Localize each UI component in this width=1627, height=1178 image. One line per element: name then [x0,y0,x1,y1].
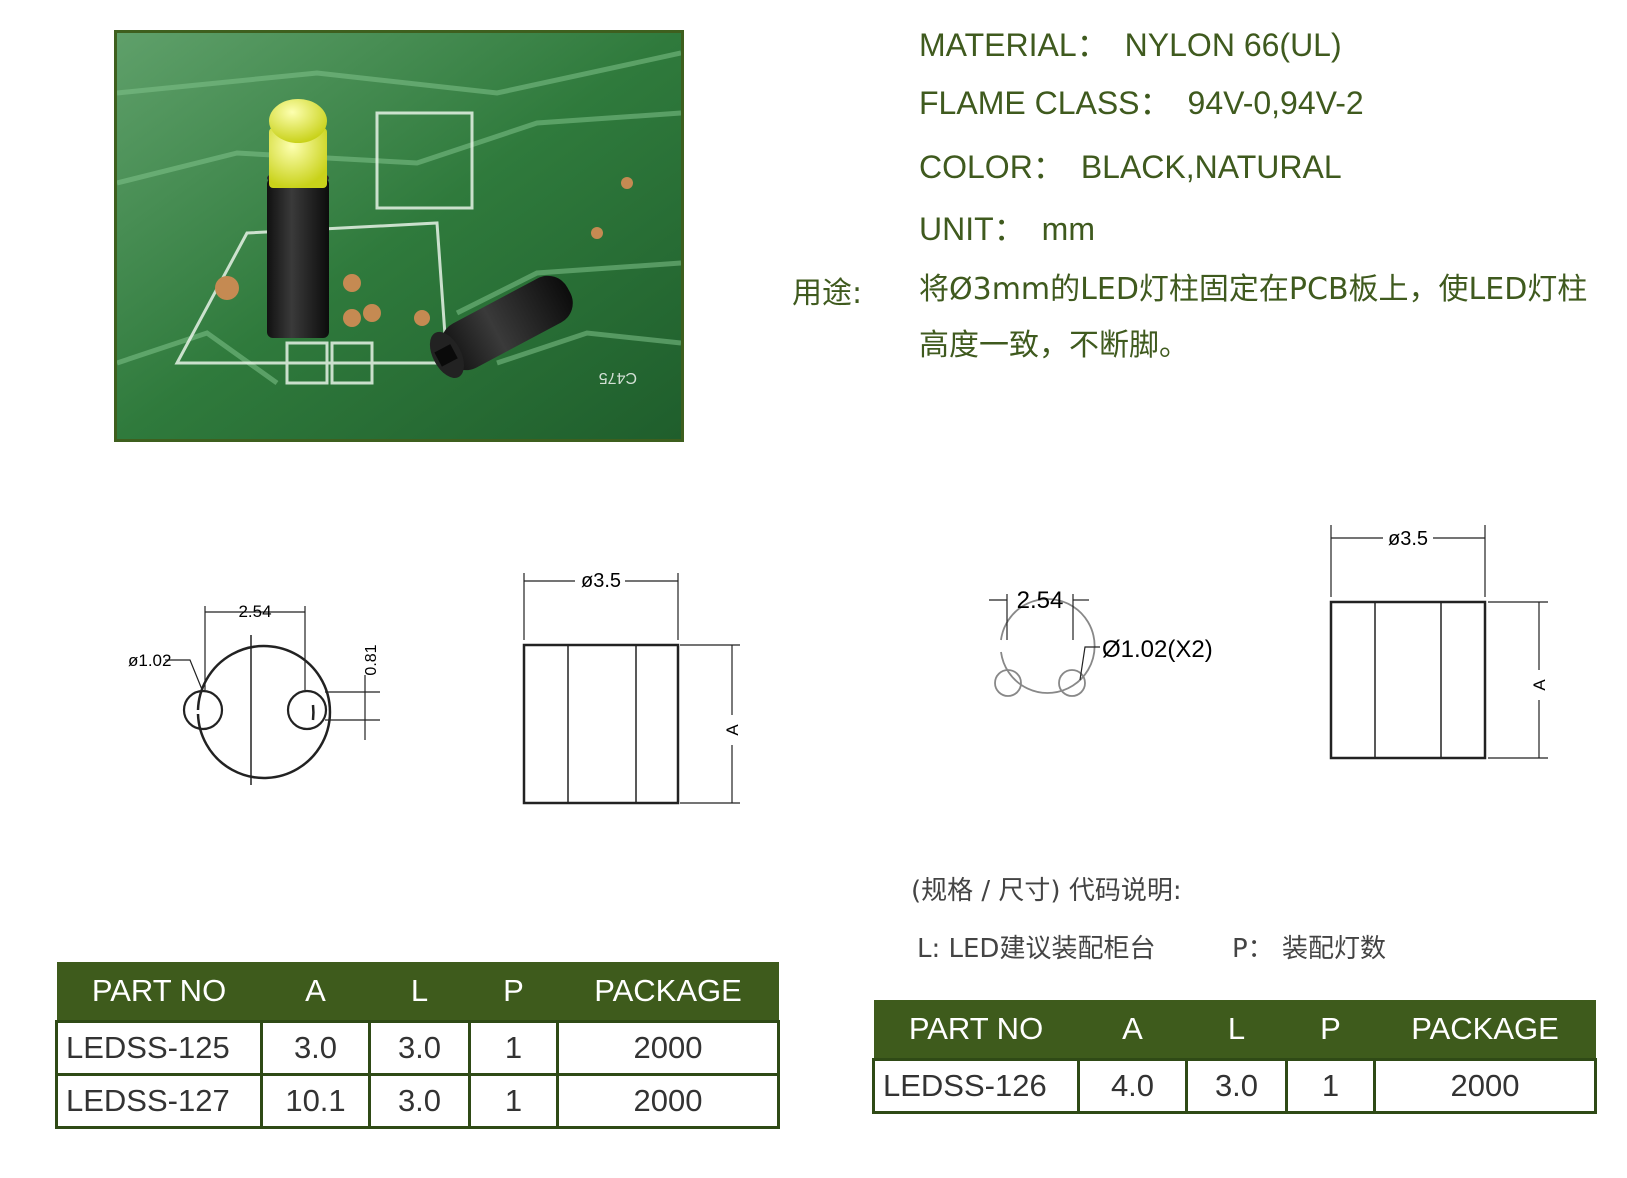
color-line: COLOR： BLACK,NATURAL [919,142,1342,188]
usage-label: 用途: [792,276,863,311]
header-package: PACKAGE [1374,1000,1596,1060]
header-part-no: PART NO [56,962,262,1022]
cell-package: 2000 [556,1020,780,1076]
table-header-row: PART NO A L P PACKAGE [56,962,779,1022]
header-l: L [369,962,470,1022]
code-notes-title: (规格 / 尺寸) 代码说明: [911,876,1182,906]
cell-l: 3.0 [368,1073,471,1129]
color-value: BLACK,NATURAL [1080,149,1342,185]
cell-a: 10.1 [260,1073,371,1129]
material-line: MATERIAL： NYLON 66(UL) [919,20,1342,66]
flame-class-value: 94V-0,94V-2 [1187,85,1364,121]
cell-a: 3.0 [260,1020,371,1076]
d1-diameter-label: ø3.5 [581,570,621,592]
material-value: NYLON 66(UL) [1124,27,1342,63]
code-note-p: P： 装配灯数 [1232,934,1386,964]
drawing2-side-view: ø3.5 A [1329,525,1549,760]
d1-slot-label: 0.81 [363,644,380,675]
header-p: P [469,962,558,1022]
unit-label: UNIT： [919,211,1026,247]
d2-pitch-label: 2.54 [1017,590,1064,614]
d1-hole-label: ø1.02 [128,651,171,670]
flame-class-line: FLAME CLASS： 94V-0,94V-2 [919,78,1364,124]
d2-hole-label: Ø1.02(X2) [1102,636,1213,663]
cell-a: 4.0 [1077,1058,1188,1114]
part-table-1: PART NO A L P PACKAGE LEDSS-125 3.0 3.0 … [55,962,780,1129]
code-note-l: L: LED建议装配柜台 [917,934,1156,964]
cell-part-no: LEDSS-127 [55,1073,263,1129]
header-package: PACKAGE [557,962,779,1022]
drawing2-top-view: 2.54 Ø1.02(X2) [989,590,1213,697]
drawing1-side-view: ø3.5 A [522,570,742,805]
usage-text: 将Ø3mm的LED灯柱固定在PCB板上，使LED灯柱高度一致，不断脚。 [919,272,1588,363]
cell-p: 1 [468,1020,559,1076]
d1-height-label: A [723,724,742,736]
drawing1-top-view: 2.54 ø1.02 0.81 [128,602,380,785]
header-part-no: PART NO [873,1000,1079,1060]
color-label: COLOR： [919,149,1065,185]
cell-package: 2000 [556,1073,780,1129]
d1-pitch-label: 2.54 [238,602,271,621]
svg-text:C475: C475 [599,369,637,386]
cell-l: 3.0 [368,1020,471,1076]
cell-package: 2000 [1373,1058,1597,1114]
unit-line: UNIT： mm [919,204,1095,250]
table-row: LEDSS-127 10.1 3.0 1 2000 [55,1073,780,1129]
table-header-row: PART NO A L P PACKAGE [873,1000,1596,1060]
material-label: MATERIAL： [919,27,1109,63]
header-a: A [1078,1000,1187,1060]
header-l: L [1186,1000,1287,1060]
table-row: LEDSS-126 4.0 3.0 1 2000 [872,1058,1597,1114]
header-p: P [1286,1000,1375,1060]
cell-p: 1 [1285,1058,1376,1114]
cell-part-no: LEDSS-125 [55,1020,263,1076]
unit-value: mm [1041,211,1095,247]
header-a: A [261,962,370,1022]
cell-l: 3.0 [1185,1058,1288,1114]
d2-height-label: A [1530,679,1549,691]
flame-class-label: FLAME CLASS： [919,85,1172,121]
product-photo: C475 [114,30,684,442]
part-table-2: PART NO A L P PACKAGE LEDSS-126 4.0 3.0 … [872,1000,1597,1114]
cell-part-no: LEDSS-126 [872,1058,1080,1114]
table-row: LEDSS-125 3.0 3.0 1 2000 [55,1020,780,1076]
d2-diameter-label: ø3.5 [1388,528,1428,550]
cell-p: 1 [468,1073,559,1129]
